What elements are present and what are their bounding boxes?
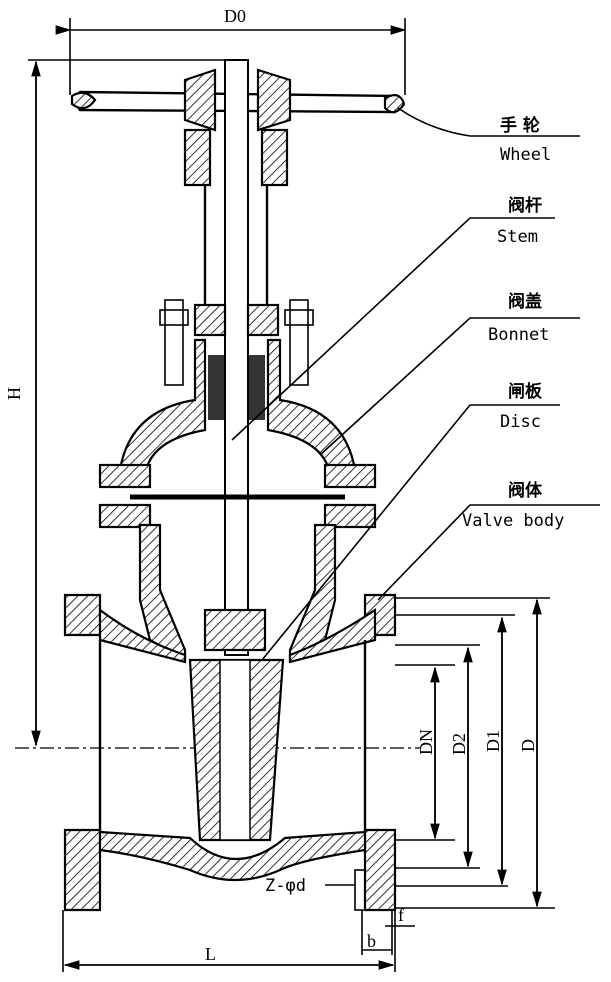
wheel-label-cn: 手 轮 [500,115,540,136]
body-label-cn: 阀体 [508,480,543,501]
bolt-holes-label: Z-φd [265,876,306,896]
disc-label-cn: 闸板 [508,381,543,402]
disc [188,608,285,842]
d0-label: D0 [224,6,246,26]
bonnet-label-cn: 阀盖 [508,291,542,312]
d2-label: D2 [449,733,469,755]
d-label: D [518,739,538,752]
h-dimension: H [4,59,225,747]
flange-dimensions: DN D2 D1 D [395,597,555,909]
stem [224,59,249,656]
b-label: b [367,931,376,951]
disc-label-en: Disc [500,412,541,432]
leader-lines [231,107,600,661]
bonnet [98,338,377,500]
l-label: L [205,944,216,964]
l-dimension: L [62,910,396,972]
f-label: f [398,905,404,925]
dn-label: DN [416,729,436,755]
wheel-label-en: Wheel [500,145,551,165]
bonnet-label-en: Bonnet [488,325,549,345]
stem-label-en: Stem [497,227,538,247]
valve-body [63,503,397,912]
h-label: H [4,387,24,400]
d0-dimension: D0 [55,6,407,95]
body-label-en: Valve body [462,511,564,531]
gland [159,299,314,420]
stem-label-cn: 阀杆 [508,195,542,216]
d1-label: D1 [483,730,503,752]
bolt-hole-dimensions: Z-φd b f [265,869,415,955]
handwheel [70,68,406,187]
